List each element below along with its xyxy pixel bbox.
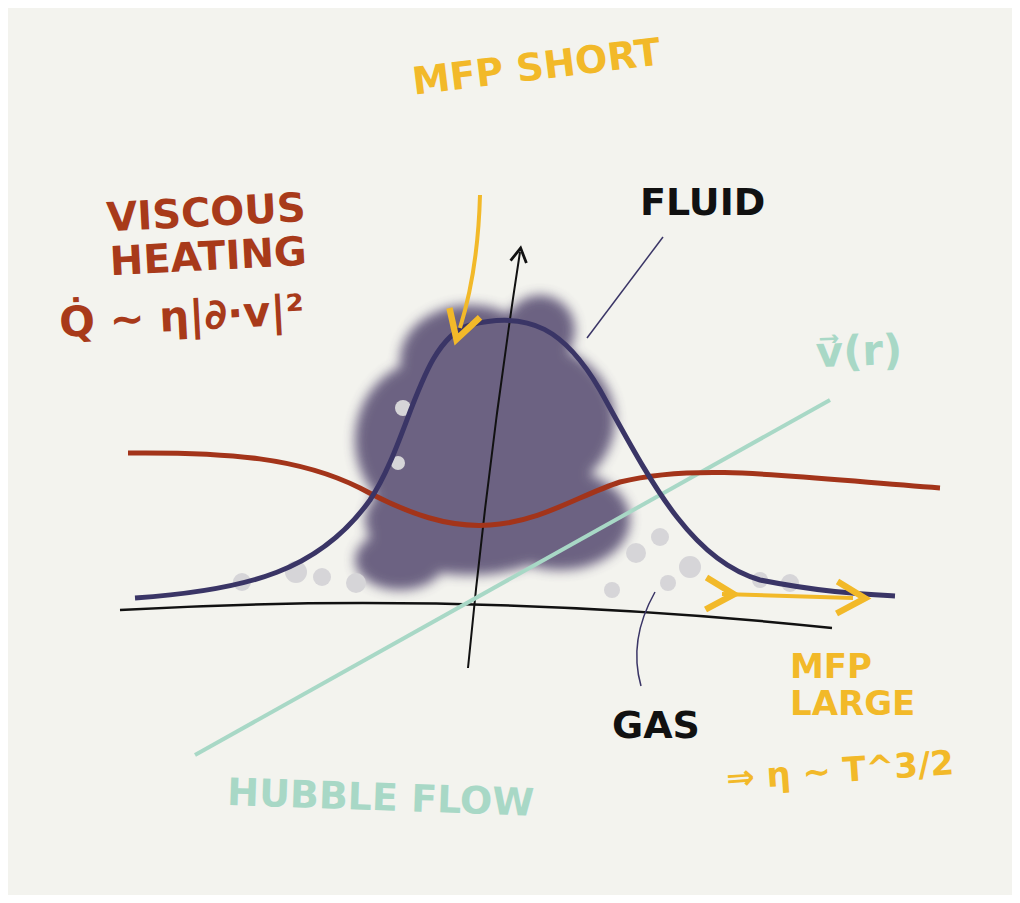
- heating-curve: [128, 453, 940, 526]
- velocity-label: v⃗(r): [815, 327, 903, 376]
- density-curve: [135, 320, 895, 598]
- hubble-flow-line: [195, 400, 830, 755]
- gas-leader: [637, 592, 655, 686]
- fluid-label: FLUID: [640, 182, 765, 224]
- fluid-leader: [587, 237, 663, 338]
- gas-particles: [233, 400, 799, 598]
- mfp-large-arrow: [722, 594, 853, 598]
- x-axis: [120, 603, 832, 628]
- y-axis: [468, 252, 520, 668]
- mfp-large-label: MFP LARGE: [790, 648, 990, 723]
- heating-label: VISCOUS HEATING: [55, 182, 359, 286]
- mfp-short-arrow: [460, 195, 480, 328]
- gas-label: GAS: [612, 705, 700, 747]
